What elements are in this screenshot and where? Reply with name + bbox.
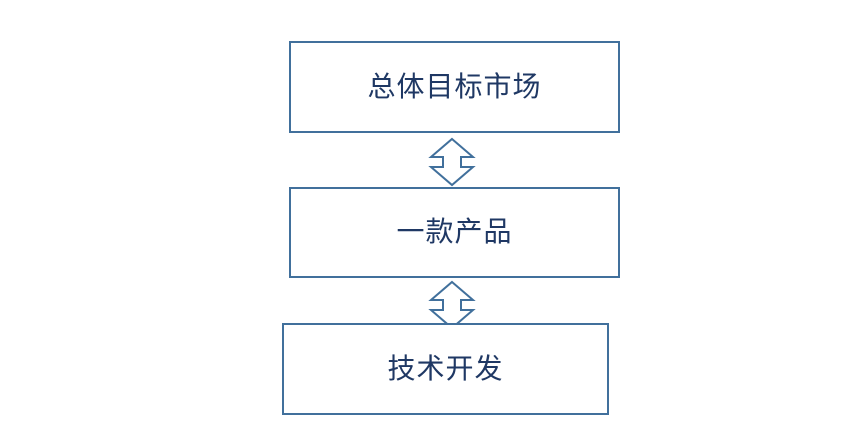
diagram-node-tech-development[interactable]: 技术开发 [282,323,609,415]
diagram-node-one-product[interactable]: 一款产品 [289,187,620,278]
diagram-node-label: 一款产品 [396,215,513,249]
diagram-node-label: 技术开发 [387,351,504,385]
double-headed-vertical-arrow-icon [428,137,476,187]
diagram-node-total-market[interactable]: 总体目标市场 [289,41,620,133]
diagram-node-label: 总体目标市场 [367,69,542,103]
